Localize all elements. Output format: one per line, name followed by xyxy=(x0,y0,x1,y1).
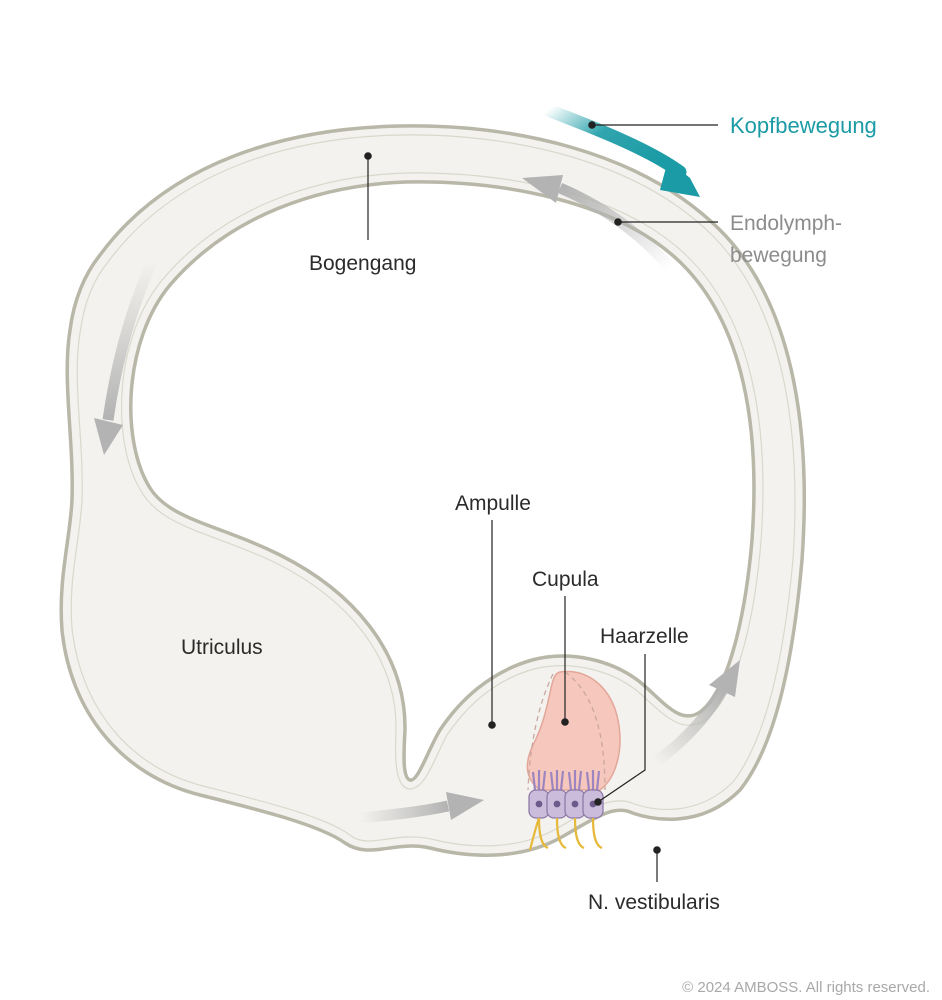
label-cupula: Cupula xyxy=(532,568,599,591)
label-ampulla: Ampulle xyxy=(455,492,531,515)
label-utricle: Utriculus xyxy=(181,636,263,659)
cupula-deflection-outline-left xyxy=(527,673,554,791)
label-head-motion: Kopfbewegung xyxy=(730,113,877,138)
leader-lines xyxy=(364,121,718,882)
endolymph-arrow-bottom xyxy=(359,792,484,824)
copyright-notice: © 2024 AMBOSS. All rights reserved. xyxy=(682,979,930,996)
endolymph-arrow-right xyxy=(651,660,740,767)
hair-cell xyxy=(528,770,550,819)
label-vestibular-nerve: N. vestibularis xyxy=(588,891,720,914)
cupula-shape xyxy=(526,670,621,791)
hair-cell xyxy=(546,770,568,819)
hair-cells xyxy=(528,770,604,819)
head-motion-arrow xyxy=(541,103,700,197)
label-semicircular-canal: Bogengang xyxy=(309,252,416,275)
canal-inner-wall xyxy=(129,180,756,782)
label-hair-cell: Haarzelle xyxy=(600,625,689,648)
label-endolymph-line2: bewegung xyxy=(730,244,827,267)
label-endolymph-line1: Endolymph- xyxy=(730,212,842,235)
endolymph-arrow-left xyxy=(94,259,158,455)
cupula-deflection-outline-right xyxy=(564,671,606,791)
